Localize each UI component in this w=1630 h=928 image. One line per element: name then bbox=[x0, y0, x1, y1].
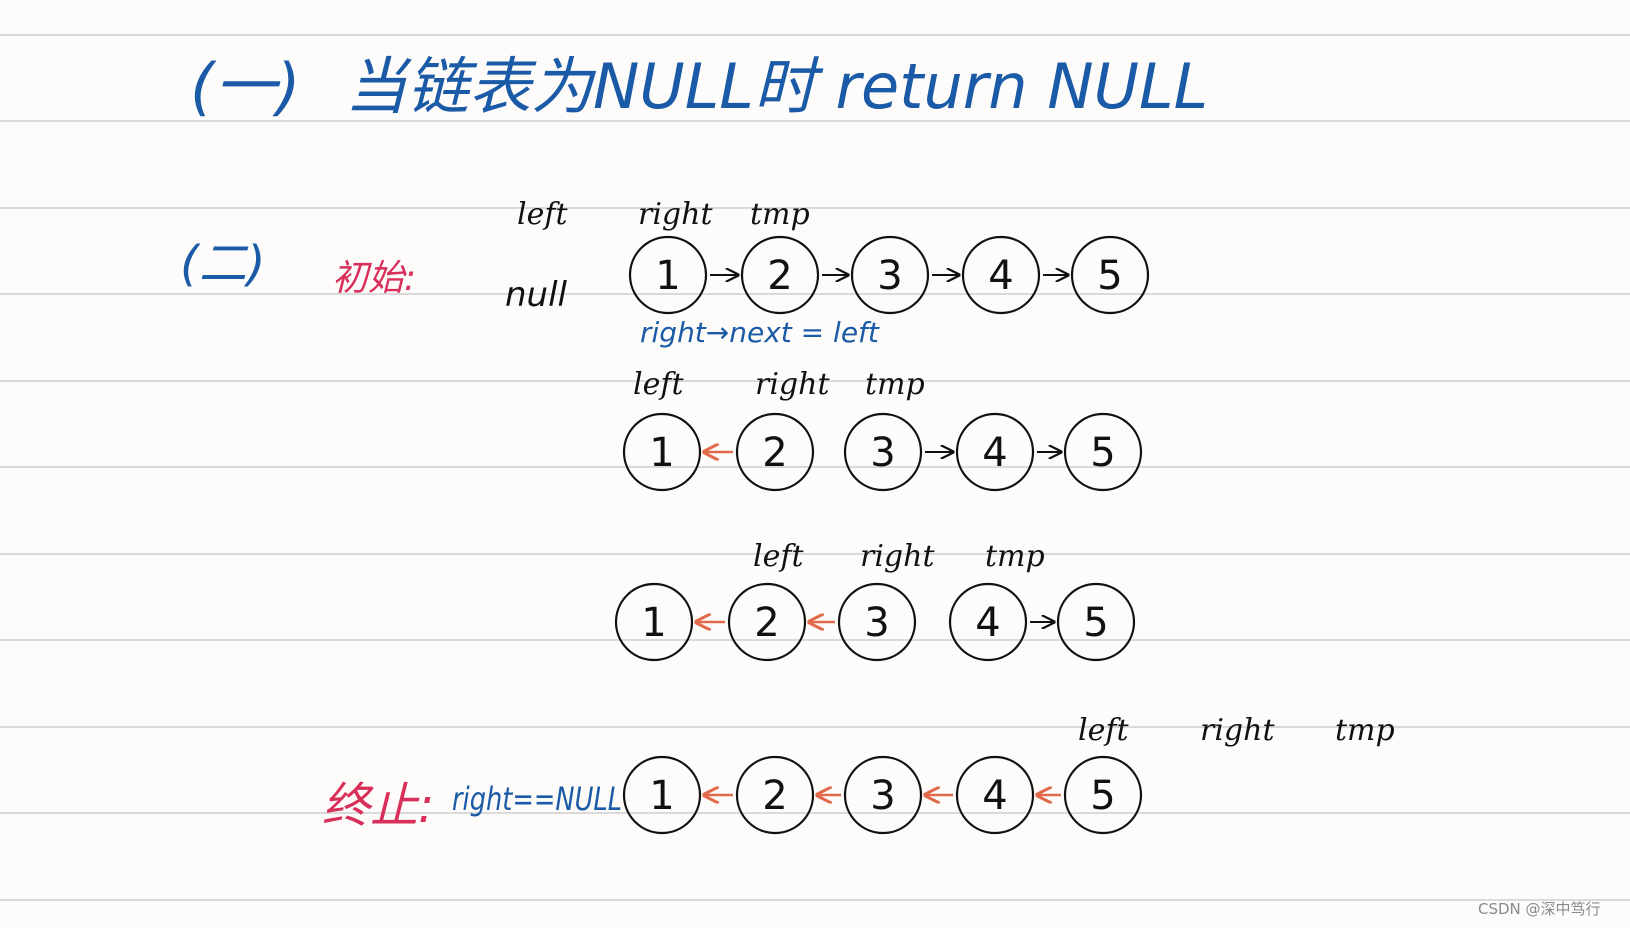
list-node bbox=[622, 755, 702, 835]
list-node-value: 3 bbox=[870, 430, 895, 476]
list-step-3: 1 2 3 4 5 bbox=[614, 582, 1136, 662]
list-node-value: 2 bbox=[762, 773, 787, 819]
pointer-label-right: right bbox=[638, 197, 713, 232]
pointer-label-right: right bbox=[1200, 713, 1275, 748]
end-condition: right==NULL bbox=[452, 780, 622, 818]
list-node-value: 1 bbox=[649, 430, 674, 476]
section-one-text: 当链表为NULL时 return NULL bbox=[345, 50, 1208, 123]
section-two-marker: (二) bbox=[180, 236, 265, 292]
list-node-value: 3 bbox=[864, 600, 889, 646]
pointer-label-left: left bbox=[633, 367, 684, 402]
pointer-label-tmp: tmp bbox=[1335, 713, 1395, 748]
section-one-marker: (一) bbox=[190, 50, 300, 123]
list-node-value: 2 bbox=[767, 253, 792, 299]
list-node bbox=[1070, 235, 1150, 315]
list-node-value: 1 bbox=[655, 253, 680, 299]
list-node bbox=[735, 755, 815, 835]
list-node bbox=[843, 755, 923, 835]
link-reversal-note: right→next = left bbox=[640, 316, 880, 349]
list-node-value: 1 bbox=[649, 773, 674, 819]
pointer-label-right: right bbox=[755, 367, 830, 402]
list-node bbox=[948, 582, 1028, 662]
list-node-value: 5 bbox=[1090, 430, 1115, 476]
list-node bbox=[955, 412, 1035, 492]
list-node-value: 5 bbox=[1090, 773, 1115, 819]
pointer-label-tmp: tmp bbox=[865, 367, 925, 402]
list-node bbox=[740, 235, 820, 315]
list-node bbox=[1063, 755, 1143, 835]
pointer-label-left: left bbox=[517, 197, 568, 232]
list-node-value: 5 bbox=[1097, 253, 1122, 299]
pointer-label-right: right bbox=[860, 539, 935, 574]
list-step-4: 1 2 3 4 5 bbox=[622, 755, 1143, 835]
list-node-value: 2 bbox=[762, 430, 787, 476]
list-node bbox=[837, 582, 917, 662]
pointer-label-left: left bbox=[1078, 713, 1129, 748]
initial-label: 初始: bbox=[332, 258, 416, 299]
end-label: 终止: bbox=[322, 778, 434, 834]
null-label: null bbox=[505, 275, 568, 315]
list-node bbox=[628, 235, 708, 315]
list-node bbox=[843, 412, 923, 492]
list-node bbox=[850, 235, 930, 315]
list-node-value: 4 bbox=[982, 773, 1007, 819]
list-node bbox=[735, 412, 815, 492]
pointer-label-left: left bbox=[753, 539, 804, 574]
pointer-label-tmp: tmp bbox=[750, 197, 810, 232]
list-node bbox=[1063, 412, 1143, 492]
list-node bbox=[622, 412, 702, 492]
list-node-value: 3 bbox=[877, 253, 902, 299]
list-node bbox=[727, 582, 807, 662]
list-node-value: 4 bbox=[975, 600, 1000, 646]
list-node-value: 5 bbox=[1083, 600, 1108, 646]
list-node bbox=[1056, 582, 1136, 662]
list-node-value: 1 bbox=[641, 600, 666, 646]
ruled-lines bbox=[0, 34, 1630, 901]
linked-list-steps: 1 2 3 4 5 1 2 3 4 5 1 2 3 4 5 1 2 3 4 5 bbox=[614, 235, 1150, 835]
watermark: CSDN @深中笃行 bbox=[1478, 900, 1601, 918]
list-node-value: 4 bbox=[988, 253, 1013, 299]
list-node bbox=[955, 755, 1035, 835]
list-node bbox=[961, 235, 1041, 315]
list-step-2: 1 2 3 4 5 bbox=[622, 412, 1143, 492]
list-node-value: 3 bbox=[870, 773, 895, 819]
pointer-label-tmp: tmp bbox=[985, 539, 1045, 574]
list-node-value: 4 bbox=[982, 430, 1007, 476]
list-node bbox=[614, 582, 694, 662]
list-node-value: 2 bbox=[754, 600, 779, 646]
list-step-1: 1 2 3 4 5 bbox=[628, 235, 1150, 315]
